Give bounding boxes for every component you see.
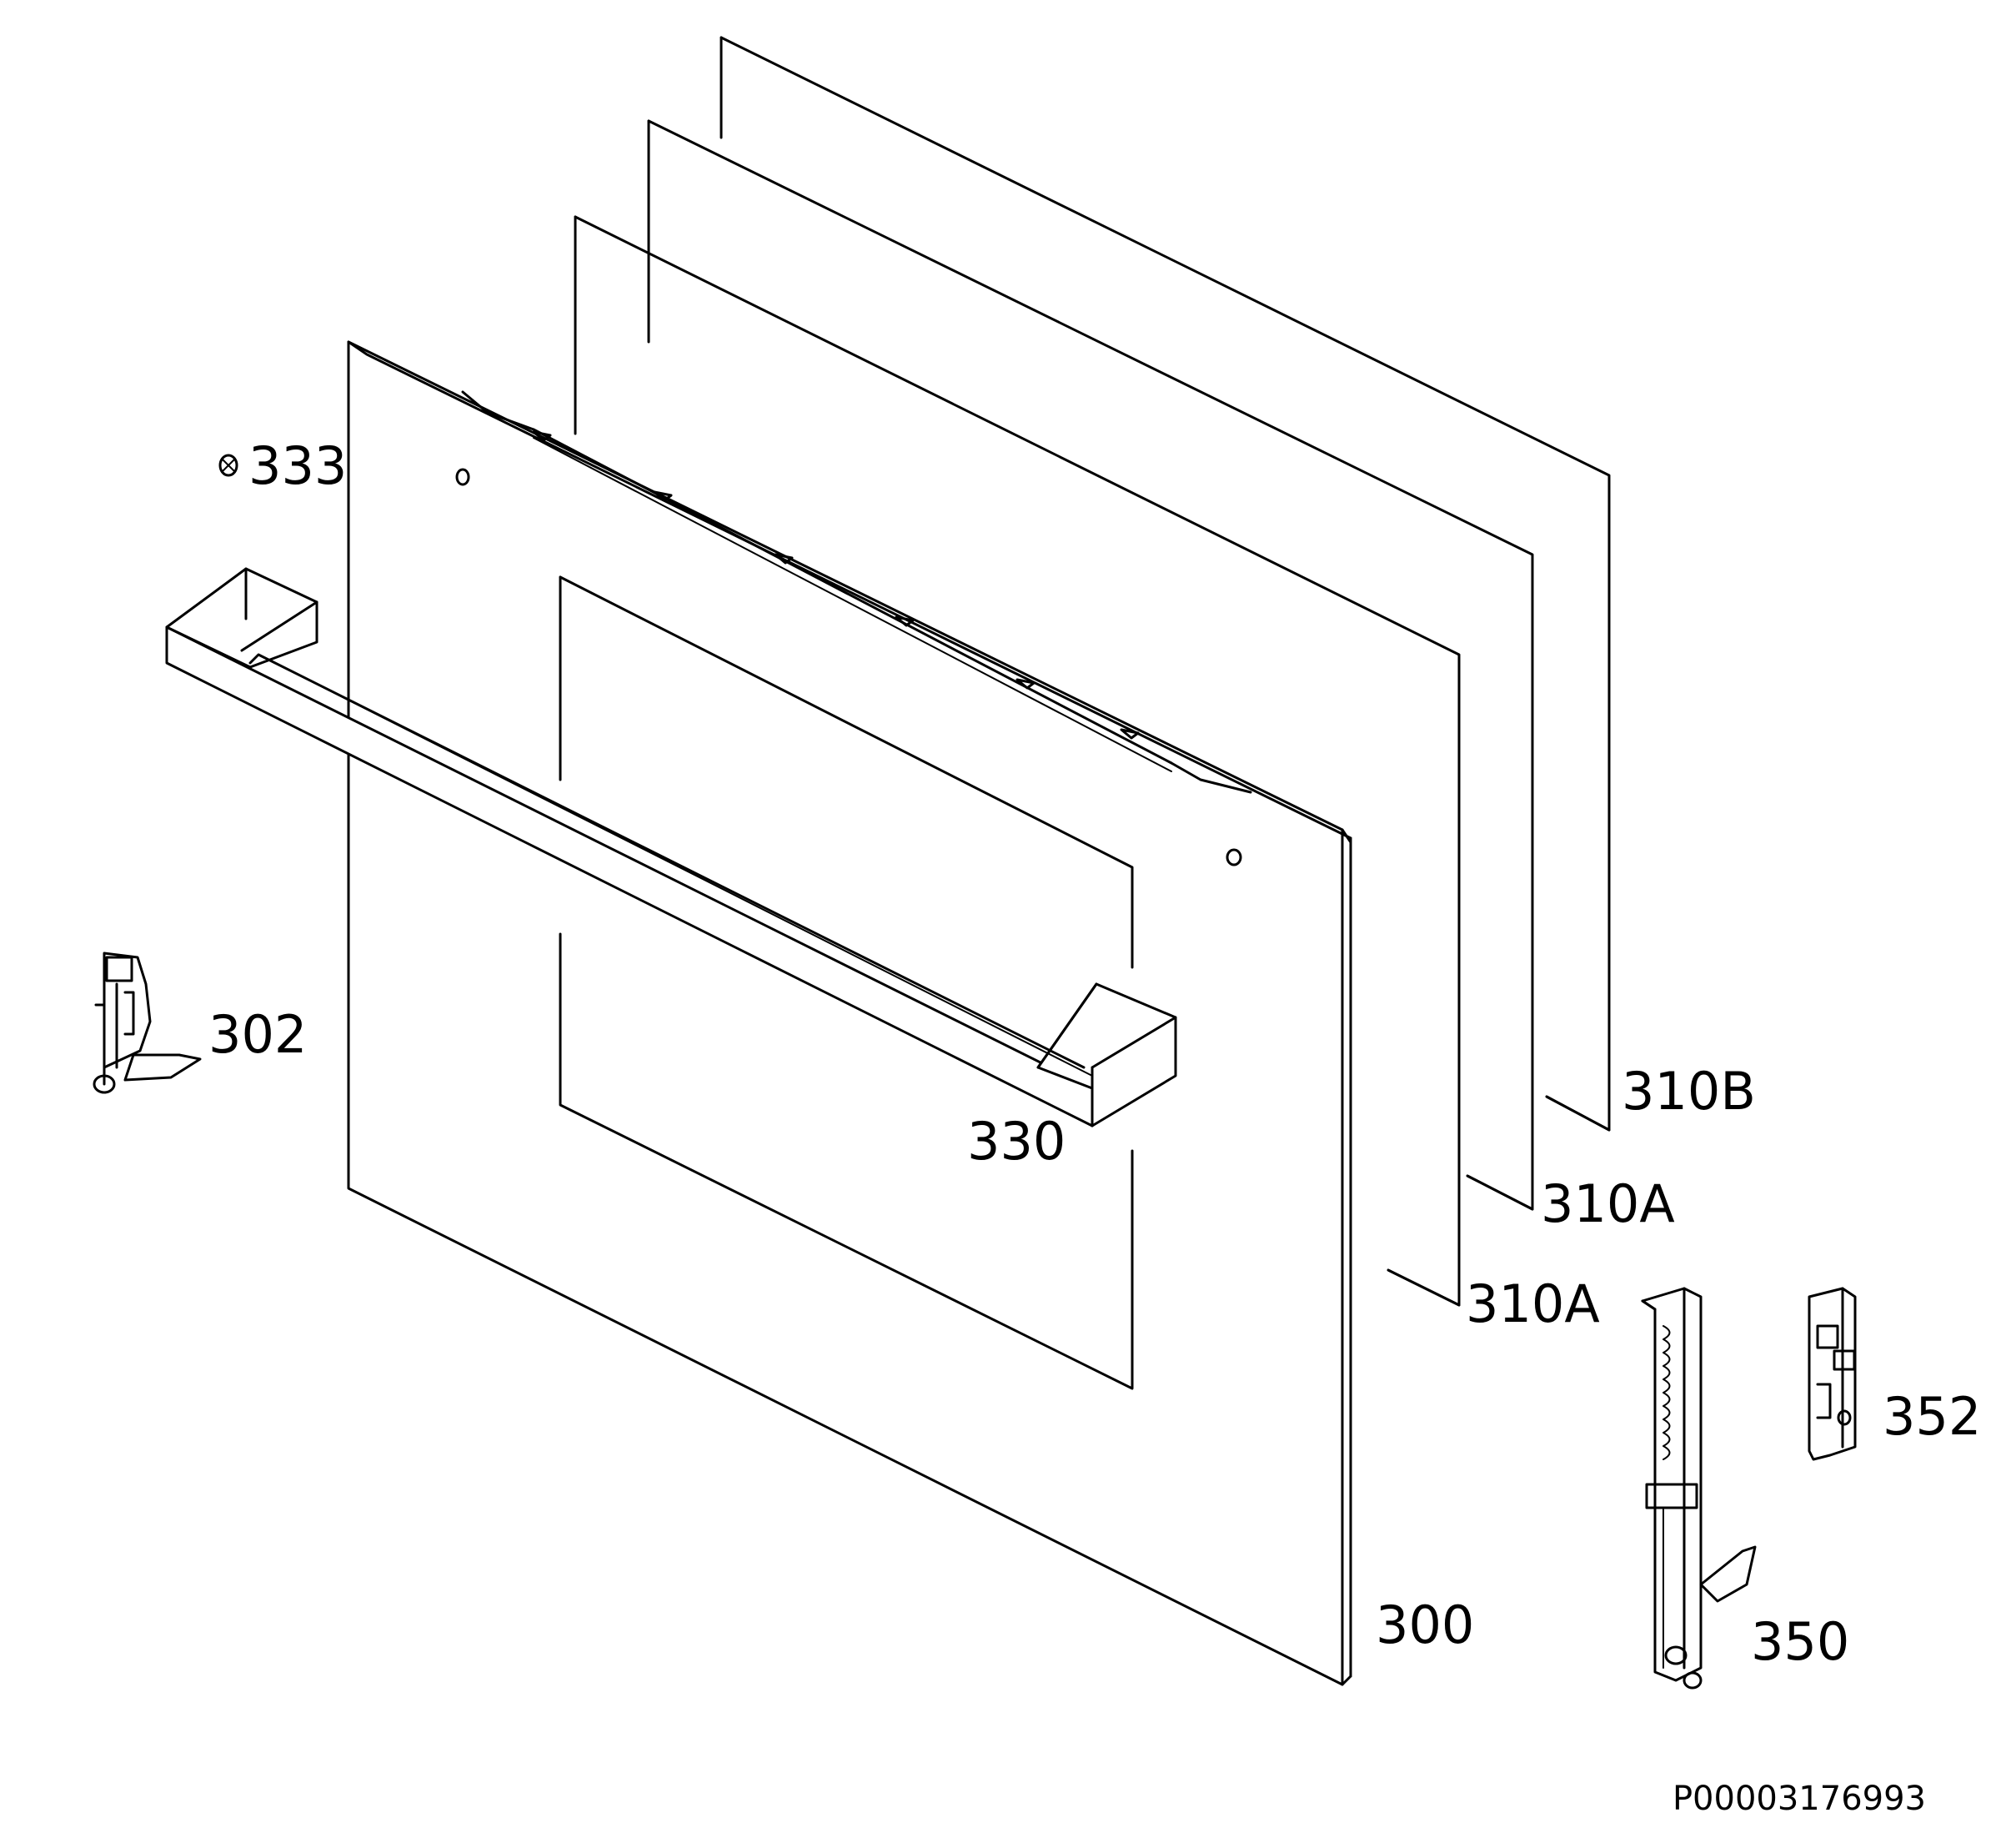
bracket-302[interactable]: [93, 952, 202, 1094]
label-352: 352: [1883, 1386, 1981, 1447]
label-300: 300: [1376, 1594, 1474, 1655]
leader-310a-middle: [1467, 1174, 1533, 1211]
label-310a-middle: 310A: [1541, 1173, 1675, 1234]
leader-310a-inner: [1387, 1268, 1460, 1307]
door-front-panel-300[interactable]: [347, 340, 1352, 1686]
screw-333[interactable]: [218, 454, 238, 477]
label-333: 333: [248, 435, 347, 496]
label-310a-inner: 310A: [1466, 1273, 1600, 1334]
label-310b: 310B: [1622, 1061, 1756, 1122]
door-handle-330[interactable]: [165, 567, 1177, 1127]
label-330: 330: [967, 1111, 1066, 1172]
label-350: 350: [1751, 1611, 1849, 1672]
hinge-receiver-352[interactable]: [1808, 1287, 1857, 1461]
hinge-350[interactable]: [1641, 1287, 1757, 1690]
document-id: P00003176993: [1673, 1780, 1926, 1818]
leader-310b: [1546, 1095, 1610, 1132]
label-302: 302: [208, 1004, 307, 1065]
